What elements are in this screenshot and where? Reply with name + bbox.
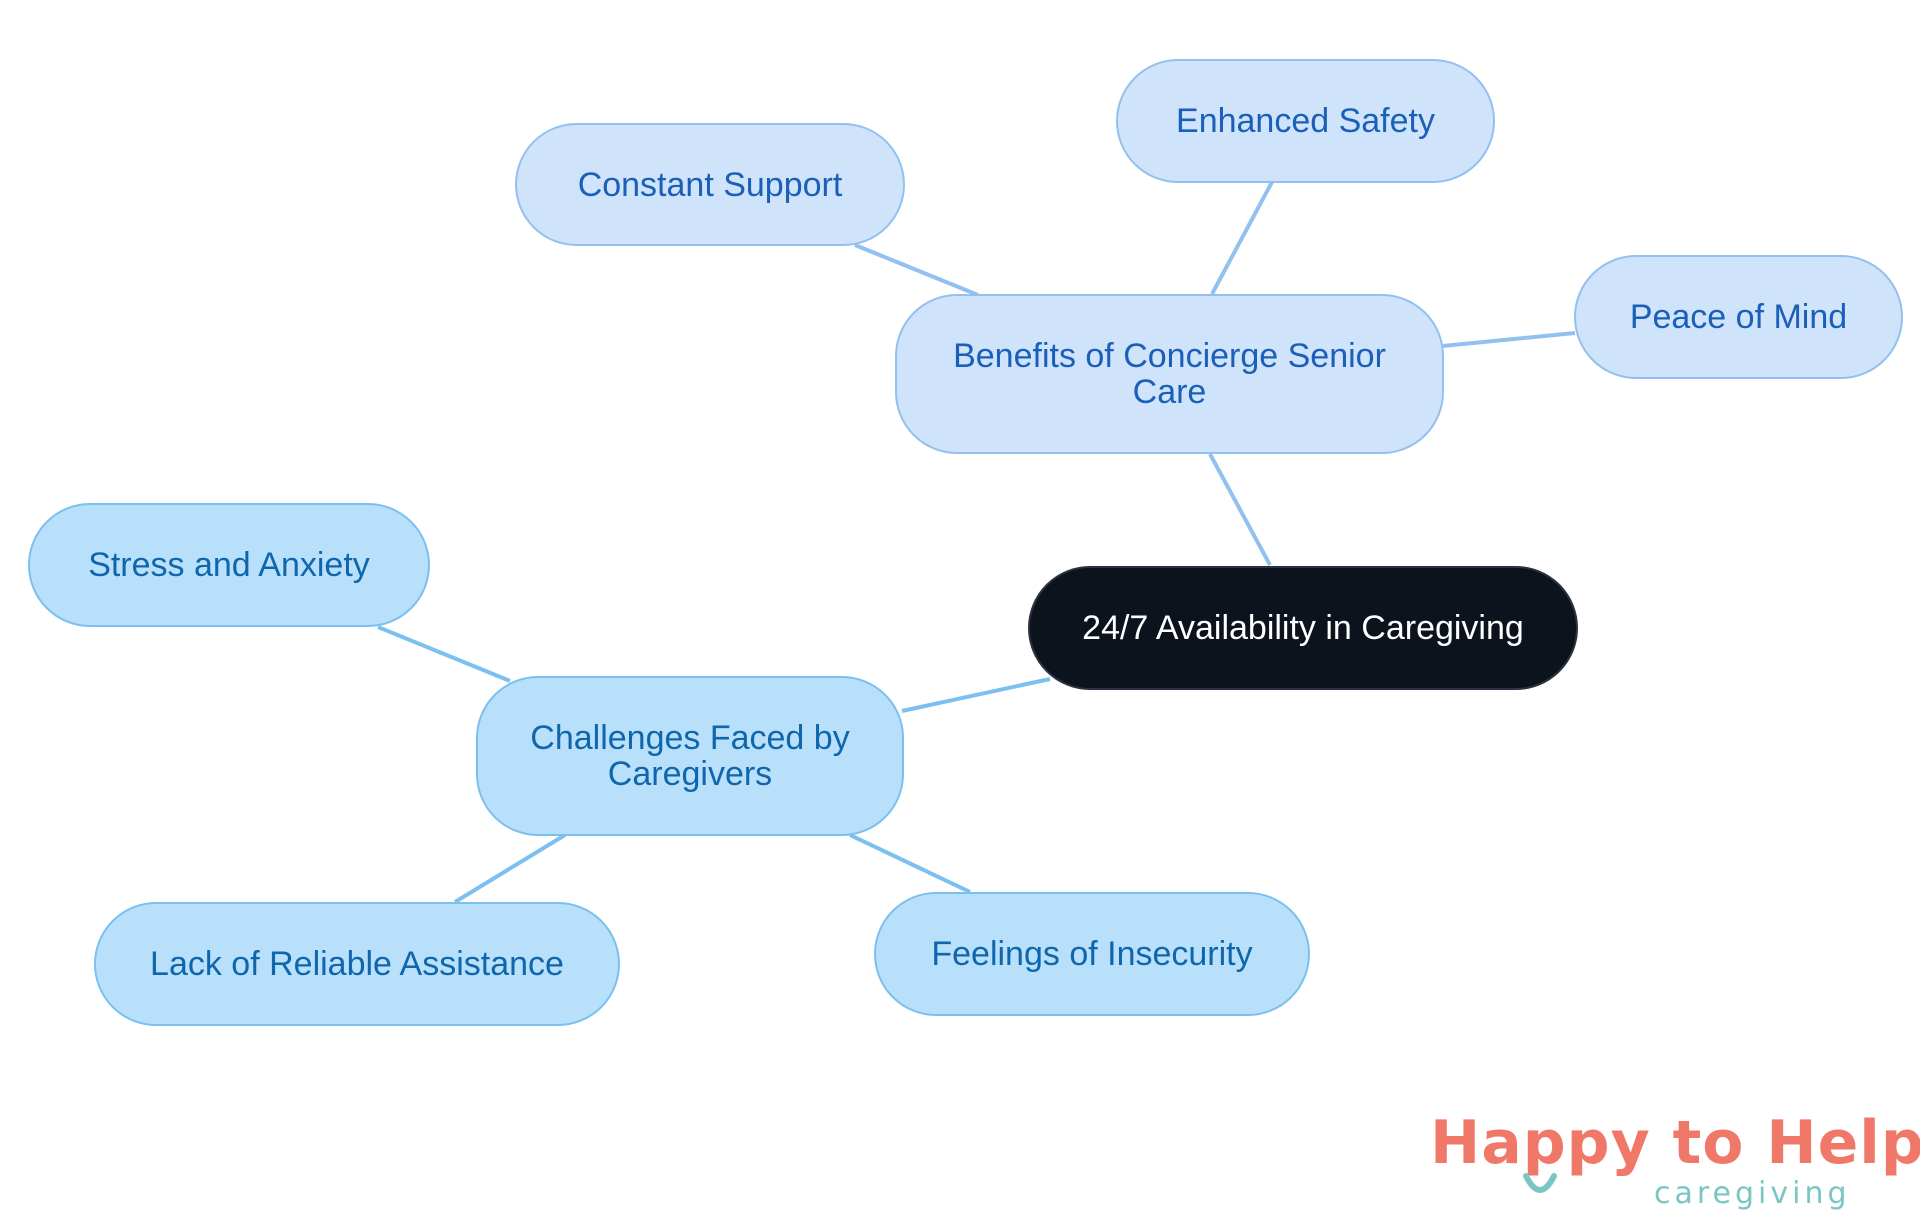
logo-tagline: caregiving (1654, 1176, 1851, 1211)
leaf-peace-of-mind-label: Peace of Mind (1629, 298, 1848, 336)
connector-benefits-constant-support (854, 243, 979, 297)
leaf-constant-support-node: Constant Support (515, 123, 905, 246)
leaf-lack-of-reliable-assistance-label: Lack of Reliable Assistance (150, 945, 564, 983)
connector-root-benefits (1208, 453, 1272, 566)
connector-challenges-stress (377, 625, 511, 683)
smile-icon (1523, 1173, 1557, 1193)
root-node: 24/7 Availability in Caregiving (1028, 566, 1578, 690)
leaf-feelings-of-insecurity-label: Feelings of Insecurity (931, 935, 1253, 973)
logo-wordmark: Happy to Help (1430, 1108, 1920, 1178)
branch-challenges-label: Challenges Faced by Caregivers (530, 719, 850, 793)
branch-benefits-node: Benefits of Concierge Senior Care (895, 294, 1444, 454)
leaf-stress-and-anxiety-label: Stress and Anxiety (88, 546, 370, 584)
branch-challenges-node: Challenges Faced by Caregivers (476, 676, 904, 836)
leaf-enhanced-safety-label: Enhanced Safety (1176, 102, 1435, 140)
connector-challenges-lack (453, 833, 567, 904)
root-node-label: 24/7 Availability in Caregiving (1082, 609, 1524, 647)
leaf-stress-and-anxiety-node: Stress and Anxiety (28, 503, 430, 627)
branch-benefits-label: Benefits of Concierge Senior Care (953, 337, 1386, 411)
happy-to-help-logo: Happy to Help caregiving (1420, 1108, 1920, 1211)
connector-benefits-enhanced-safety (1210, 181, 1274, 295)
leaf-enhanced-safety-node: Enhanced Safety (1116, 59, 1495, 183)
connector-benefits-peace-of-mind (1442, 331, 1576, 348)
connector-challenges-insecurity (849, 833, 971, 894)
leaf-feelings-of-insecurity-node: Feelings of Insecurity (874, 892, 1310, 1016)
leaf-constant-support-label: Constant Support (577, 165, 843, 204)
leaf-peace-of-mind-node: Peace of Mind (1574, 255, 1903, 379)
connector-root-challenges (901, 677, 1051, 713)
leaf-lack-of-reliable-assistance-node: Lack of Reliable Assistance (94, 902, 620, 1026)
